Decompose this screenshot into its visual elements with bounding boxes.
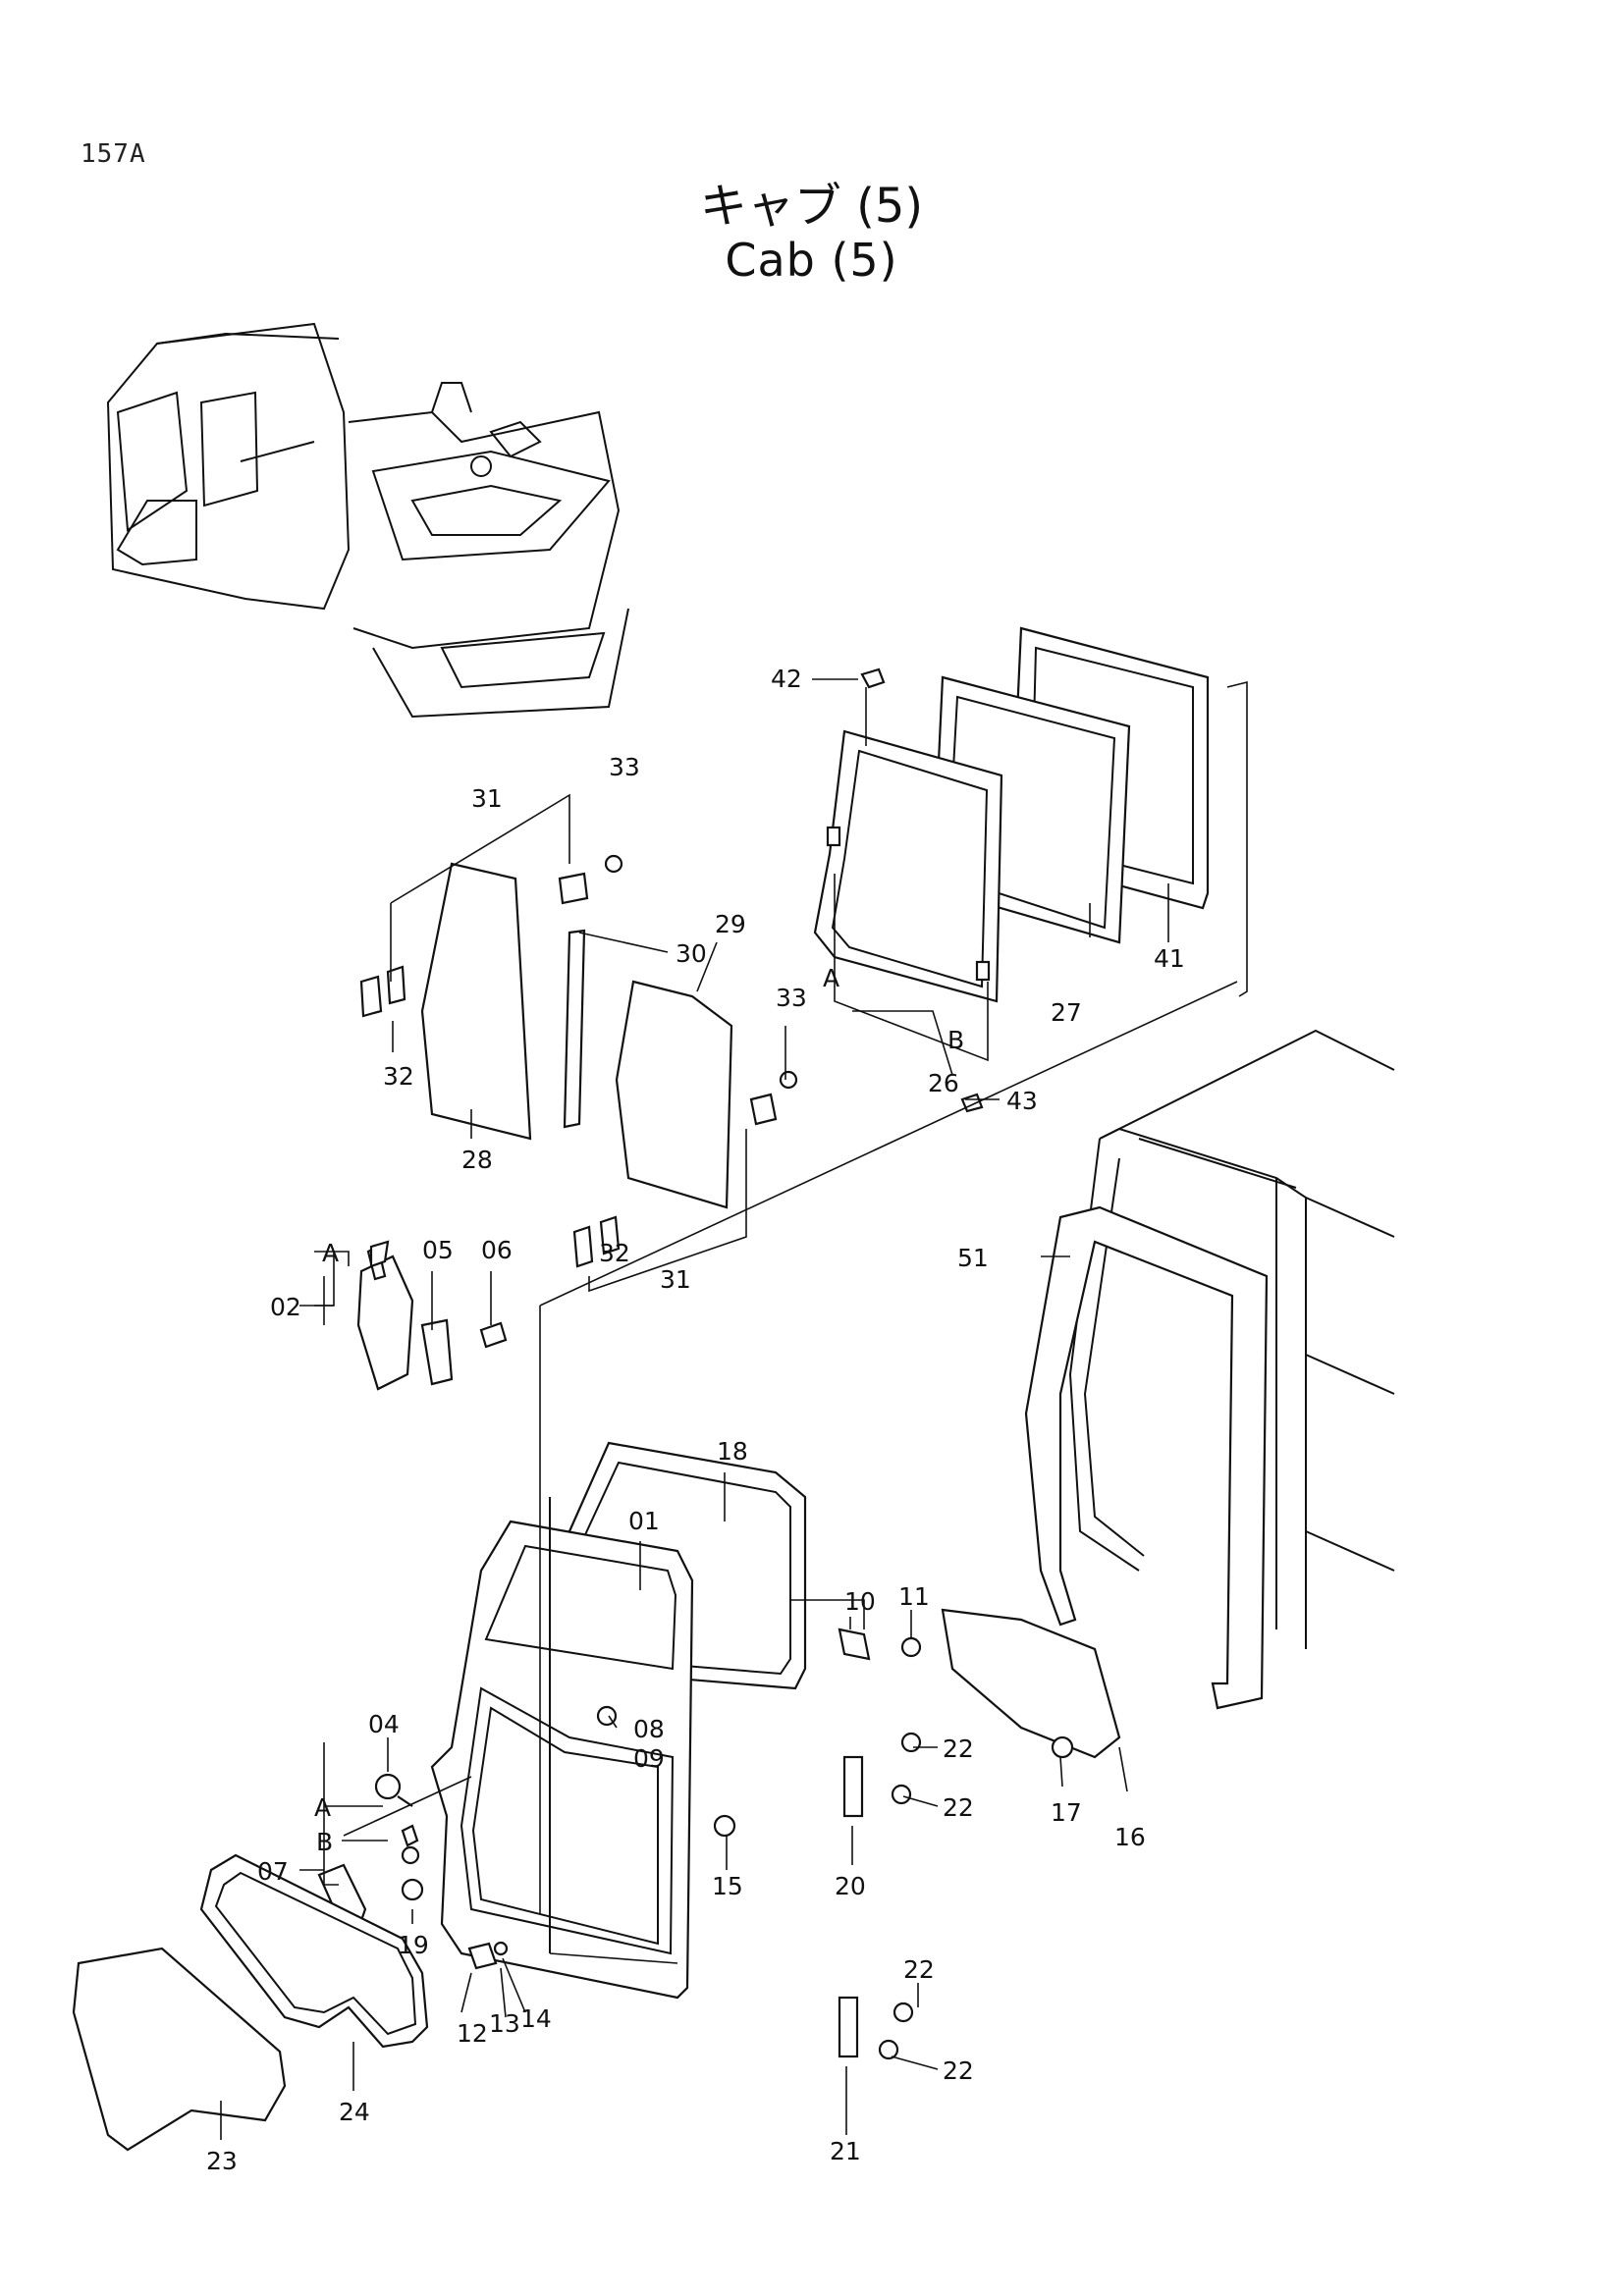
ref-a-lock: A	[322, 1239, 339, 1267]
callout-13: 13	[489, 2009, 520, 2038]
callout-43: 43	[1006, 1087, 1038, 1115]
stopper-42	[860, 667, 886, 689]
window-glass-assembly	[359, 793, 798, 1293]
callout-labels: 42 43 41 27 26 A B 33 33 31 31 29 30 32 …	[206, 665, 1185, 2175]
callout-14: 14	[520, 2004, 552, 2033]
striker-05	[420, 1318, 454, 1386]
seal-30	[563, 929, 586, 1129]
callout-41: 41	[1154, 944, 1185, 973]
callout-15: 15	[712, 1872, 743, 1900]
glass-29	[615, 980, 733, 1209]
callout-32-left: 32	[383, 1062, 414, 1091]
door-lock-assembly	[323, 1240, 508, 1391]
callout-20: 20	[835, 1872, 866, 1900]
cab-body-outline	[1024, 1029, 1395, 1710]
callout-08: 08	[633, 1715, 665, 1743]
ref-b-handle: B	[316, 1828, 333, 1856]
callout-30: 30	[676, 939, 707, 968]
plate-16	[941, 1608, 1121, 1759]
callout-11: 11	[898, 1582, 930, 1611]
callout-02: 02	[270, 1293, 301, 1321]
page-code: 157A	[81, 139, 146, 169]
door-hardware-and-glass	[72, 1773, 678, 2152]
glass-28	[420, 862, 532, 1141]
guide-block-b	[975, 960, 991, 982]
callout-06: 06	[481, 1236, 513, 1264]
callout-22-b: 22	[943, 1793, 974, 1822]
callout-51: 51	[957, 1244, 989, 1272]
callout-04: 04	[368, 1710, 400, 1738]
title-english: Cab (5)	[725, 234, 898, 287]
bolt-04	[374, 1773, 402, 1800]
callout-31-upper: 31	[471, 784, 503, 813]
sliding-window-frames	[813, 626, 1248, 1113]
title-japanese: キャブ (5)	[699, 179, 924, 234]
callout-27: 27	[1051, 998, 1082, 1027]
callout-12: 12	[457, 2019, 488, 2048]
excavator-overview-drawing	[106, 322, 629, 719]
callout-29: 29	[715, 910, 746, 938]
callout-22-a: 22	[943, 1735, 974, 1763]
weatherstrip-51	[1024, 1205, 1269, 1710]
callout-22-d: 22	[943, 2056, 974, 2085]
hinge-20	[842, 1755, 864, 1818]
guide-block-a	[826, 826, 841, 847]
handle-12	[467, 1942, 498, 1970]
callout-26: 26	[928, 1069, 959, 1097]
callout-28: 28	[461, 1146, 493, 1174]
callout-10: 10	[844, 1587, 876, 1616]
callout-24: 24	[339, 2098, 370, 2126]
callout-07: 07	[257, 1857, 289, 1886]
bolt-19	[401, 1878, 424, 1901]
callout-09: 09	[633, 1744, 665, 1773]
callout-21: 21	[830, 2137, 861, 2165]
callout-32-right: 32	[599, 1239, 630, 1267]
glass-23	[72, 1947, 287, 2152]
door-assembly	[430, 981, 1238, 2060]
callout-33-upper: 33	[609, 753, 640, 781]
callout-19: 19	[398, 1931, 429, 1959]
callout-42: 42	[771, 665, 802, 693]
callout-22-c: 22	[903, 1955, 935, 1984]
callout-leader-lines	[220, 678, 1169, 2140]
callout-18: 18	[717, 1437, 748, 1466]
callout-23: 23	[206, 2147, 238, 2175]
bracket-10	[838, 1628, 871, 1661]
callout-17: 17	[1051, 1798, 1082, 1827]
ref-a-window: A	[823, 964, 839, 992]
ref-b-window: B	[947, 1026, 964, 1054]
callout-31-lower: 31	[660, 1265, 691, 1294]
ref-a-handle: A	[314, 1793, 331, 1822]
hinge-21	[838, 1996, 859, 2058]
seal-24	[199, 1853, 429, 2049]
callout-33-lower: 33	[776, 984, 807, 1012]
bolt-17	[1051, 1735, 1074, 1759]
lock-02	[356, 1255, 414, 1391]
stopper-15	[713, 1814, 736, 1838]
callout-16: 16	[1114, 1823, 1146, 1851]
callout-01: 01	[628, 1507, 660, 1535]
callout-05: 05	[422, 1236, 454, 1264]
